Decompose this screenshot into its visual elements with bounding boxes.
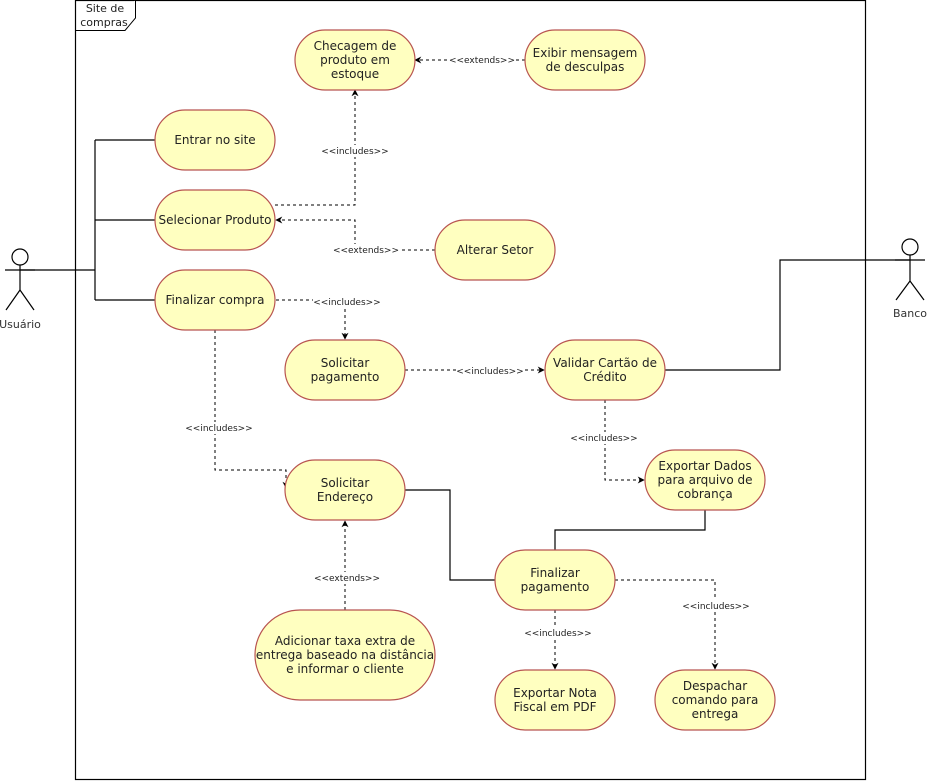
use-case-label: Despachar — [683, 679, 747, 693]
use-case-label: Checagem de — [314, 39, 397, 53]
use-case-selecionar[interactable]: Selecionar Produto — [154, 189, 276, 251]
system-boundary[interactable]: Site de compras — [74, 0, 867, 781]
system-title-line2: compras — [80, 16, 128, 29]
actor-label: Banco — [893, 307, 927, 320]
use-case-label: Exportar Dados — [658, 459, 751, 473]
edge-label: <<includes>> — [524, 629, 591, 639]
use-case-exportar-nota[interactable]: Exportar Nota Fiscal em PDF — [494, 669, 616, 731]
associations — [20, 139, 910, 581]
use-case-finalizar-pagamento[interactable]: Finalizar pagamento — [494, 549, 616, 611]
use-case-label: pagamento — [521, 580, 590, 594]
edge-label: <<includes>> — [321, 147, 388, 157]
use-case-entrar[interactable]: Entrar no site — [154, 109, 276, 171]
use-case-label: comando para — [672, 693, 759, 707]
edge-label: <<extends>> — [314, 574, 380, 584]
use-case-label: entrega baseado na distância — [256, 648, 434, 662]
actor-head-icon — [11, 248, 29, 266]
edge-finalizar-pag-despachar[interactable] — [615, 579, 719, 670]
use-case-label: Selecionar Produto — [158, 213, 271, 227]
use-case-adicionar-taxa[interactable]: Adicionar taxa extra de entrega baseado … — [254, 609, 436, 701]
use-case-label: estoque — [331, 67, 379, 81]
use-case-label: Alterar Setor — [457, 243, 534, 257]
use-case-checagem[interactable]: Checagem de produto em estoque — [294, 29, 416, 91]
edge-label: <<extends>> — [449, 56, 515, 66]
use-case-despachar[interactable]: Despachar comando para entrega — [654, 669, 776, 731]
edge-validar-exportar-dados[interactable] — [604, 400, 645, 484]
use-case-validar-cartao[interactable]: Validar Cartão de Crédito — [544, 339, 666, 401]
use-case-label: Exportar Nota — [513, 686, 597, 700]
use-case-label: Solicitar — [321, 356, 370, 370]
edge-label: <<includes>> — [682, 602, 749, 612]
actor-banco[interactable]: Banco — [893, 238, 927, 320]
use-case-label: Solicitar — [321, 476, 370, 490]
use-case-label: de desculpas — [546, 60, 625, 74]
use-case-label: Fiscal em PDF — [514, 700, 597, 714]
edge-label: <<includes>> — [313, 298, 380, 308]
use-case-label: Validar Cartão de — [553, 356, 657, 370]
actor-usuario[interactable]: Usuário — [0, 248, 41, 331]
use-case-label: cobrança — [677, 487, 732, 501]
actor-head-icon — [901, 238, 919, 256]
assoc-finalizar-pag-exportar-dados — [554, 510, 706, 550]
use-case-exibir-mensagem[interactable]: Exibir mensagem de desculpas — [524, 29, 646, 91]
edge-label: <<includes>> — [185, 424, 252, 434]
use-case-finalizar-compra[interactable]: Finalizar compra — [154, 269, 276, 331]
use-case-label: Crédito — [583, 370, 626, 384]
use-case-label: Adicionar taxa extra de — [275, 634, 415, 648]
use-case-label: entrega — [692, 707, 739, 721]
use-case-alterar-setor[interactable]: Alterar Setor — [434, 219, 556, 281]
use-case-solicitar-endereco[interactable]: Solicitar Endereço — [284, 459, 406, 521]
actor-label: Usuário — [0, 318, 41, 331]
edge-label: <<includes>> — [570, 434, 637, 444]
use-case-label: Finalizar — [530, 566, 580, 580]
use-case-label: produto em — [320, 53, 390, 67]
use-case-label: e informar o cliente — [286, 662, 404, 676]
edge-label: <<includes>> — [456, 367, 523, 377]
use-case-label: Finalizar compra — [166, 293, 265, 307]
use-case-label: Exibir mensagem — [533, 46, 638, 60]
edge-label: <<extends>> — [333, 246, 399, 256]
assoc-endereco-finalizar-pag — [405, 489, 495, 581]
system-title-line1: Site de — [86, 2, 125, 15]
edge-labels: <<extends>> <<includes>> <<extends>> <<i… — [185, 54, 750, 639]
use-case-solicitar-pagamento[interactable]: Solicitar pagamento — [284, 339, 406, 401]
edge-selecionar-checagem[interactable] — [275, 89, 359, 206]
edge-finalizar-solicitar-endereco[interactable] — [214, 330, 290, 489]
use-case-label: para arquivo de — [658, 473, 753, 487]
use-case-label: pagamento — [311, 370, 380, 384]
assoc-validar-banco — [665, 259, 910, 371]
use-case-exportar-dados[interactable]: Exportar Dados para arquivo de cobrança — [644, 449, 766, 511]
use-case-label: Endereço — [317, 490, 373, 504]
use-case-label: Entrar no site — [174, 133, 255, 147]
